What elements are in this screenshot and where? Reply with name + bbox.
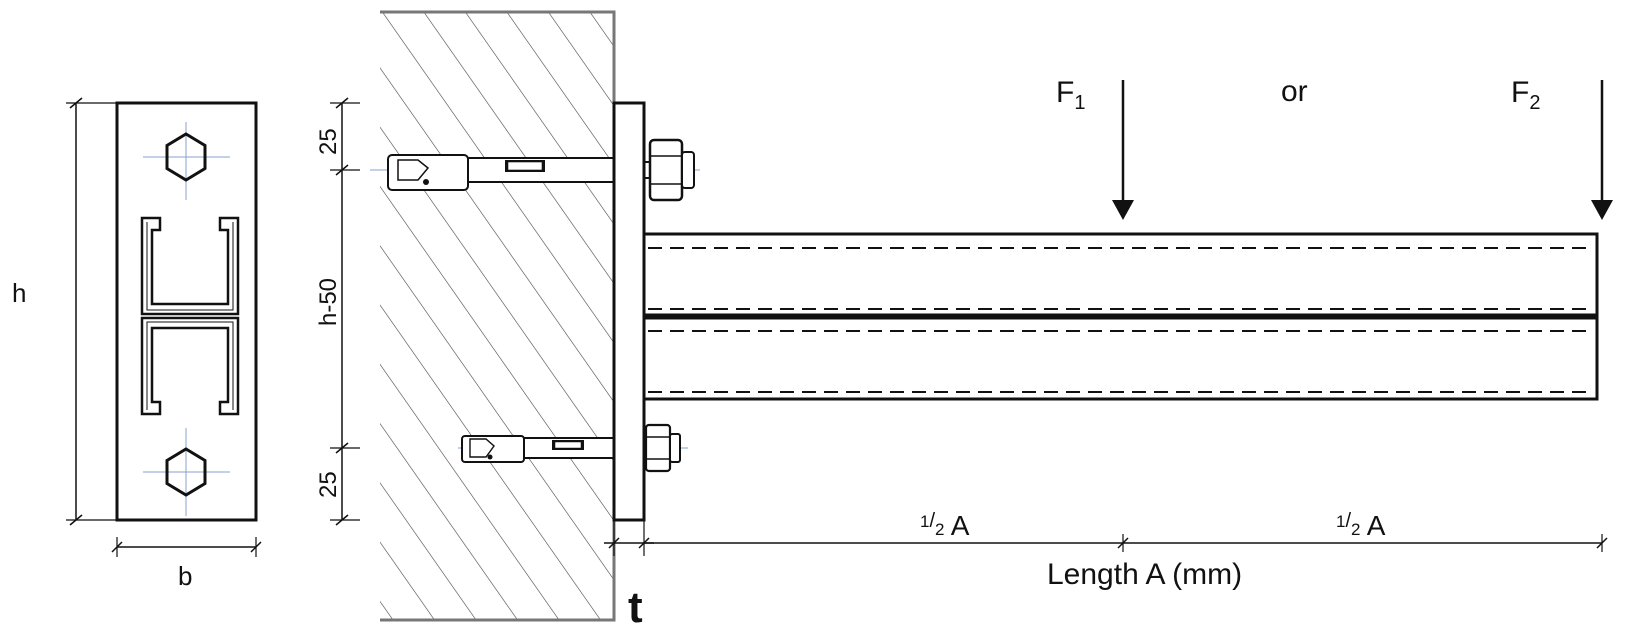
length-dimension bbox=[644, 534, 1608, 552]
lower-channel-profile bbox=[140, 316, 240, 416]
dim-bottom-label: 25 bbox=[315, 471, 342, 498]
dim-top-label: 25 bbox=[315, 128, 342, 155]
length-label: Length A (mm) bbox=[1047, 558, 1242, 591]
top-bolt-hex-icon bbox=[143, 122, 230, 200]
front-plate bbox=[115, 101, 258, 522]
upper-channel-profile bbox=[140, 216, 240, 316]
load-arrow-f2 bbox=[1591, 80, 1613, 220]
upper-anchor-bolt-icon bbox=[370, 138, 700, 202]
width-dimension bbox=[111, 537, 262, 557]
half-length-right-label: 1/2 A bbox=[1336, 510, 1386, 541]
cantilever-arm bbox=[642, 232, 1599, 401]
base-plate-side bbox=[612, 101, 646, 522]
bottom-bolt-hex-icon bbox=[143, 428, 230, 516]
front-view: h b bbox=[12, 97, 262, 591]
side-view: 25 h-50 25 bbox=[315, 10, 1613, 629]
or-label: or bbox=[1281, 75, 1308, 108]
width-label: b bbox=[178, 561, 192, 591]
f2-label: F2 bbox=[1511, 76, 1540, 114]
concrete-wall bbox=[380, 12, 614, 620]
half-length-left-label: 1/2 A bbox=[920, 510, 970, 541]
dim-middle-label: h-50 bbox=[315, 278, 342, 326]
load-arrow-f1 bbox=[1112, 80, 1134, 220]
f1-label: F1 bbox=[1056, 76, 1085, 114]
height-label: h bbox=[12, 278, 26, 308]
upper-arm-channel bbox=[642, 232, 1599, 317]
height-dimension bbox=[66, 97, 117, 526]
thickness-label: t bbox=[628, 583, 643, 629]
vertical-dimension-chain bbox=[330, 97, 360, 526]
